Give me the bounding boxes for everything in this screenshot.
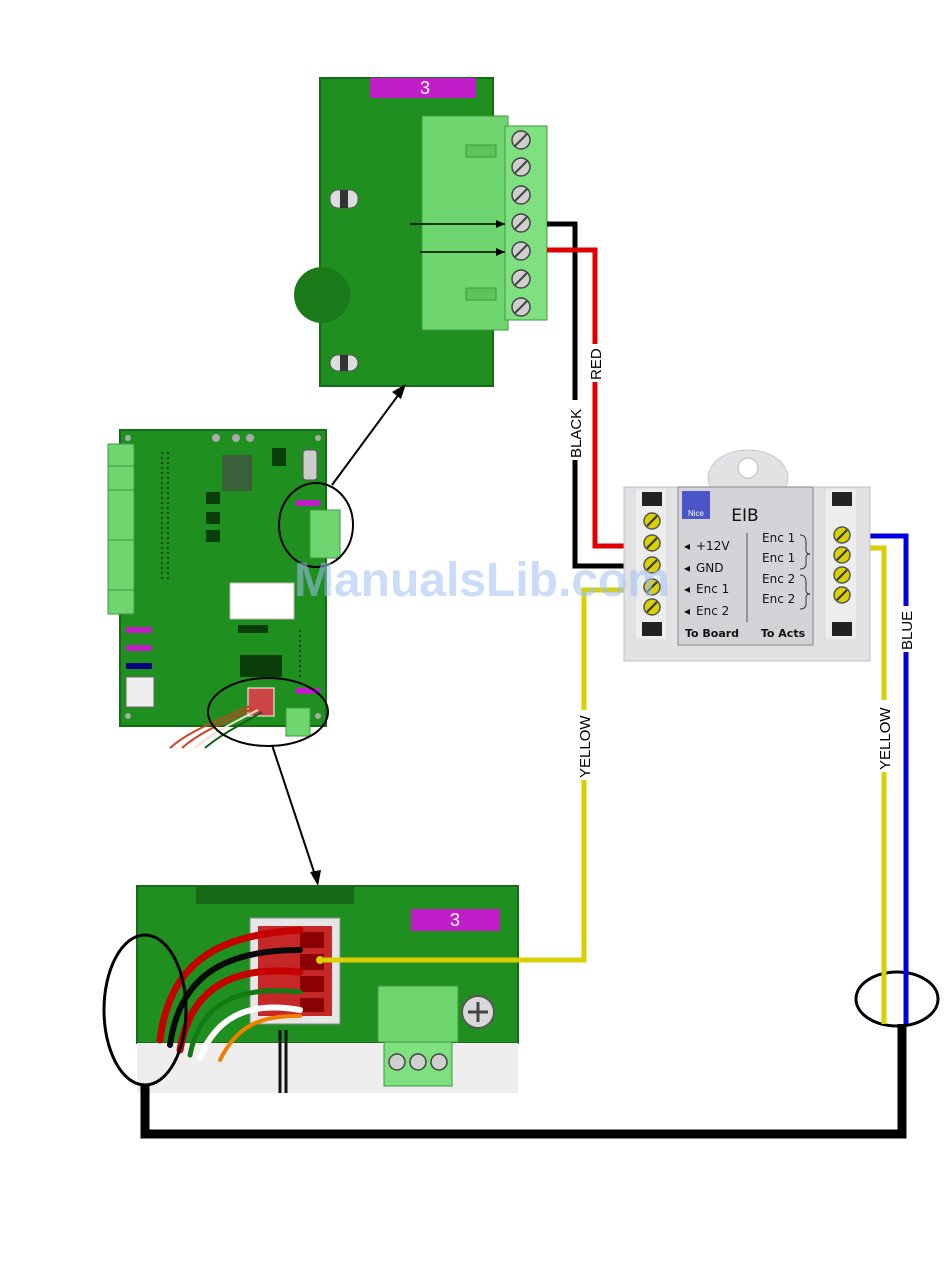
svg-text:Enc 1: Enc 1 <box>696 582 729 596</box>
badge-top-label: 3 <box>420 78 430 98</box>
svg-text:◂: ◂ <box>684 539 690 553</box>
eib-title: EIB <box>731 506 758 526</box>
svg-text:Enc 2: Enc 2 <box>696 604 729 618</box>
watermark: ManualsLib.com <box>294 554 670 607</box>
svg-text:Enc 2: Enc 2 <box>762 592 795 606</box>
connector-bottom-closeup: 3 <box>137 886 518 1093</box>
connector-top-closeup: 3 <box>294 78 547 386</box>
callout-arrow-bottom <box>272 745 316 878</box>
svg-text:◂: ◂ <box>684 604 690 618</box>
eib-footer-left: To Board <box>685 627 739 640</box>
svg-text:◂: ◂ <box>684 561 690 575</box>
label-blue: BLUE <box>899 611 916 650</box>
svg-text:Enc 1: Enc 1 <box>762 531 795 545</box>
svg-text:◂: ◂ <box>684 582 690 596</box>
eib-footer-right: To Acts <box>761 627 806 640</box>
svg-text:Enc 2: Enc 2 <box>762 572 795 586</box>
label-yellow-right: YELLOW <box>877 707 894 770</box>
label-black: BLACK <box>568 409 585 458</box>
wire-bundle-oval-right <box>856 972 938 1026</box>
svg-text:Enc 1: Enc 1 <box>762 551 795 565</box>
brand-label: Nice <box>688 509 705 518</box>
svg-text:GND: GND <box>696 561 724 575</box>
callout-arrow-top <box>332 390 402 485</box>
label-yellow-left: YELLOW <box>577 715 594 778</box>
terminal-block-top <box>422 116 547 330</box>
label-red: RED <box>588 348 605 380</box>
svg-text:+12V: +12V <box>696 539 730 553</box>
badge-bottom-label: 3 <box>450 910 460 930</box>
